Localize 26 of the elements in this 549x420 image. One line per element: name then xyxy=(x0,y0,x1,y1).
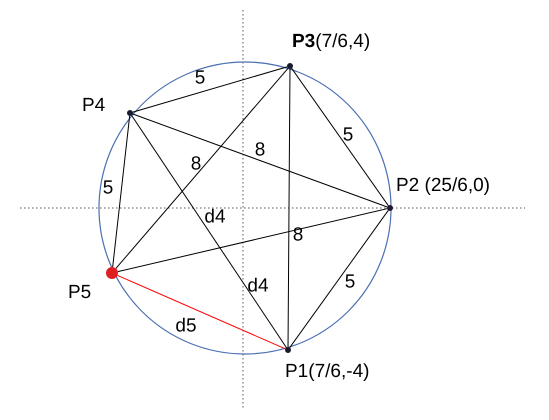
line xyxy=(288,68,290,348)
line xyxy=(112,115,130,268)
edge-label: 5 xyxy=(194,68,206,88)
point-label: P4 xyxy=(82,96,106,115)
length-label: d4 xyxy=(247,276,269,296)
edge-label: 8 xyxy=(292,226,304,244)
edge-label: d4 xyxy=(204,208,226,226)
line xyxy=(132,114,388,208)
edge-label: 8 xyxy=(190,154,202,174)
line xyxy=(131,115,287,348)
edge-label: d5 xyxy=(175,316,197,336)
edge-label: 5 xyxy=(344,272,356,292)
point-label: P1(7/6,-4) xyxy=(285,362,370,381)
highlighted-point xyxy=(106,267,118,279)
highlighted-line xyxy=(117,274,286,350)
line xyxy=(117,208,388,272)
edge-label: 8 xyxy=(254,140,266,160)
point-label: P5 xyxy=(68,283,92,302)
line xyxy=(289,210,389,348)
edge-label: 5 xyxy=(342,126,354,144)
line xyxy=(291,68,389,206)
line xyxy=(115,68,289,269)
line xyxy=(132,66,288,113)
edge-label: 5 xyxy=(102,178,114,198)
point-label: P2 (25/6,0) xyxy=(396,176,490,195)
point-label: P3(7/6,4) xyxy=(292,32,370,51)
